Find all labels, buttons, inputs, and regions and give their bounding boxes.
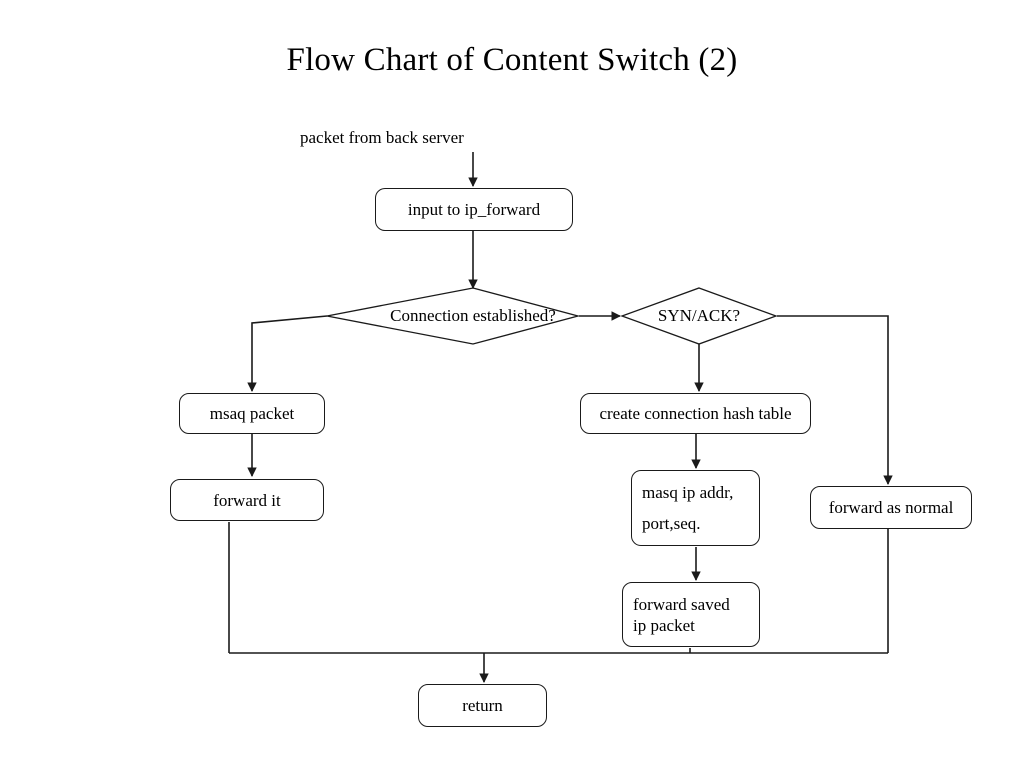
diamond-label-syn-ack: SYN/ACK? (657, 306, 741, 325)
node-msaq-packet[interactable]: msaq packet (179, 393, 325, 434)
node-create-connection-hash-table[interactable]: create connection hash table (580, 393, 811, 434)
node-return[interactable]: return (418, 684, 547, 727)
node-label: masq ip addr, port,seq. (642, 483, 734, 533)
node-label: forward it (213, 490, 281, 510)
node-label: input to ip_forward (407, 200, 541, 219)
node-forward-saved-ip-packet[interactable]: forward saved ip packet (622, 582, 760, 647)
node-masq-ip-addr-port-seq[interactable]: masq ip addr, port,seq. (631, 470, 760, 546)
node-label: return (462, 696, 503, 715)
node-label: msaq packet (209, 404, 295, 423)
node-forward-as-normal[interactable]: forward as normal (810, 486, 972, 529)
node-forward-it[interactable]: forward it (170, 479, 324, 521)
entry-label-packet-from-back-server: packet from back server (300, 128, 464, 147)
edge-connection-to-msaq (247, 315, 328, 392)
node-label: forward as normal (828, 498, 954, 517)
node-label: forward saved ip packet (633, 594, 730, 635)
page-title: Flow Chart of Content Switch (2) (286, 42, 738, 78)
node-input-to-ip-forward[interactable]: input to ip_forward (375, 188, 573, 231)
diamond-label-connection-established: Connection established? (390, 306, 556, 325)
node-label: create connection hash table (599, 404, 792, 423)
